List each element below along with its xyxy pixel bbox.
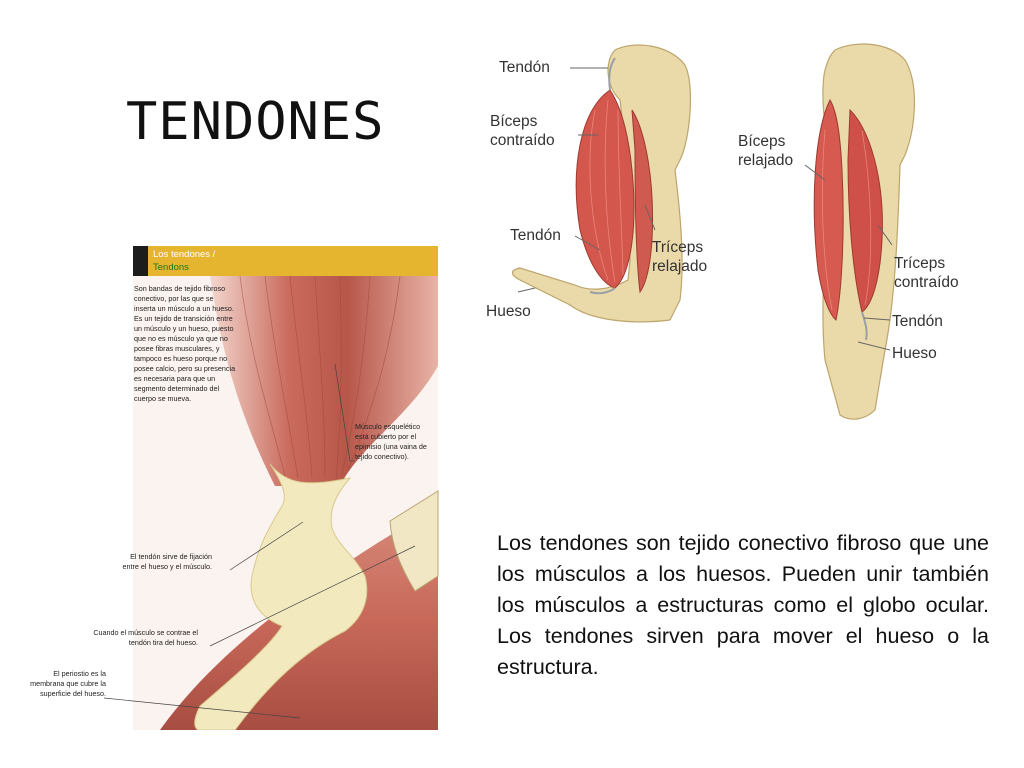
- left-triceps: [631, 109, 653, 294]
- arm-right-label-triceps: Tríceps contraído: [894, 254, 959, 292]
- arm-right-label-triceps-line2: contraído: [894, 274, 959, 291]
- label-muscle-contracts: Cuando el músculo se contrae el tendón t…: [93, 628, 198, 647]
- arm-right-label-bone: Hueso: [892, 345, 937, 362]
- right-biceps: [813, 98, 844, 321]
- arm-left-label-tendon-low: Tendón: [510, 227, 561, 244]
- label-periosteum: El periostio es la membrana que cubre la…: [30, 669, 106, 698]
- arm-left-label-biceps-line2: contraído: [490, 132, 555, 149]
- muscle-shape: [210, 276, 438, 486]
- header-title-es: Los tendones /: [153, 249, 216, 260]
- arm-left-label-triceps-line1: Tríceps: [652, 239, 704, 256]
- arm-right-label-biceps: Bíceps relajado: [738, 132, 793, 170]
- arm-left-label-triceps: Tríceps relajado: [652, 238, 707, 276]
- right-triceps: [847, 108, 883, 313]
- arm-left-label-bone: Hueso: [486, 303, 531, 320]
- tendon-shape: [194, 463, 368, 730]
- arm-left-label-triceps-line2: relajado: [652, 258, 708, 275]
- arm-right-label-biceps-line1: Bíceps: [738, 133, 786, 150]
- header-marker: [133, 246, 148, 276]
- label-skeletal-muscle: Músculo esquelético está cubierto por el…: [355, 422, 427, 461]
- label-tendon-fixation: El tendón sirve de fijación entre el hue…: [122, 552, 213, 571]
- arm-right-label-biceps-line2: relajado: [738, 152, 794, 169]
- slide-title: TENDONES: [126, 92, 385, 152]
- tendon-illustration-panel: Los tendones / Tendons Son bandas de tej…: [20, 246, 440, 730]
- panel-header: Los tendones / Tendons: [133, 246, 438, 276]
- arm-diagram: [511, 43, 916, 420]
- slide-body-text: Los tendones son tejido conectivo fibros…: [497, 531, 989, 679]
- arm-right-label-triceps-line1: Tríceps: [894, 255, 946, 272]
- arm-right-label-tendon: Tendón: [892, 313, 943, 330]
- tendon-illustration: [103, 275, 439, 730]
- tendon-definition: Son bandas de tejido fibroso conectivo, …: [134, 284, 236, 403]
- arm-left-label-biceps: Bíceps contraído: [490, 112, 555, 150]
- arm-left-label-biceps-line1: Bíceps: [490, 113, 538, 130]
- arm-left-label-tendon-top: Tendón: [499, 59, 550, 76]
- header-title-en: Tendons: [153, 262, 189, 273]
